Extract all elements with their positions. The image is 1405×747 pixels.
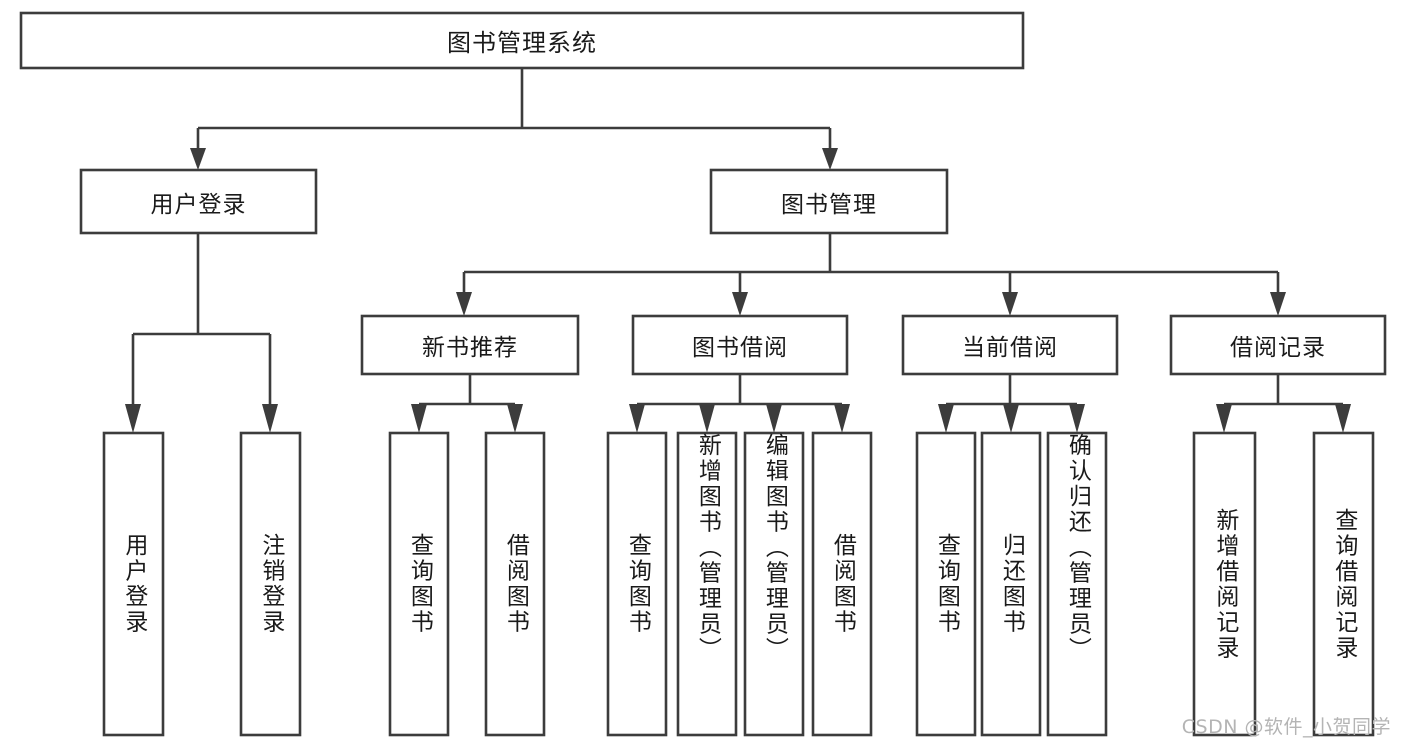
arrow-head-user-login xyxy=(190,148,206,170)
arrow-head-leaf-user-login xyxy=(125,404,141,433)
arrow-head-new-book xyxy=(456,292,472,316)
leaf-query-book-1-box[interactable] xyxy=(388,431,450,737)
node-root-box[interactable] xyxy=(19,11,1025,70)
leaf-return-book-box[interactable] xyxy=(980,431,1042,737)
node-current-borrow-box[interactable] xyxy=(901,314,1119,376)
leaf-confirm-return-box[interactable] xyxy=(1046,431,1108,737)
watermark-text: CSDN @软件_小贺同学 xyxy=(1181,716,1391,738)
arrow-head-book-manage xyxy=(822,148,838,170)
arrow-head-leaf-edit-book xyxy=(766,404,782,433)
node-new-book-box[interactable] xyxy=(360,314,580,376)
node-book-borrow-box[interactable] xyxy=(631,314,849,376)
arrow-head-book-borrow xyxy=(732,292,748,316)
leaf-query-book-3-box[interactable] xyxy=(915,431,977,737)
leaf-query-book-2-box[interactable] xyxy=(606,431,668,737)
leaf-borrow-book-2-box[interactable] xyxy=(811,431,873,737)
arrow-head-leaf-confirm-return xyxy=(1069,404,1085,433)
arrow-head-leaf-query-book-3 xyxy=(938,404,954,433)
arrow-head-leaf-query-book-1 xyxy=(411,404,427,433)
arrow-head-leaf-query-record xyxy=(1335,404,1351,433)
arrow-head-leaf-add-record xyxy=(1216,404,1232,433)
arrow-head-leaf-borrow-book-1 xyxy=(507,404,523,433)
node-user-login-box[interactable] xyxy=(79,168,318,235)
leaf-add-record-box[interactable] xyxy=(1192,431,1257,737)
arrow-head-leaf-return-book xyxy=(1003,404,1019,433)
node-borrow-record-box[interactable] xyxy=(1169,314,1387,376)
leaf-add-book-box[interactable] xyxy=(676,431,738,737)
arrow-head-current-borrow xyxy=(1002,292,1018,316)
arrow-head-leaf-logout xyxy=(262,404,278,433)
node-book-manage-box[interactable] xyxy=(709,168,949,235)
leaf-user-login-box[interactable] xyxy=(102,431,165,737)
leaf-edit-book-box[interactable] xyxy=(743,431,805,737)
arrow-head-leaf-borrow-book-2 xyxy=(834,404,850,433)
leaf-borrow-book-1-box[interactable] xyxy=(484,431,546,737)
arrow-head-leaf-add-book xyxy=(699,404,715,433)
leaf-logout-box[interactable] xyxy=(239,431,302,737)
leaf-query-record-box[interactable] xyxy=(1312,431,1375,737)
arrow-head-borrow-record xyxy=(1270,292,1286,316)
arrow-head-leaf-query-book-2 xyxy=(629,404,645,433)
